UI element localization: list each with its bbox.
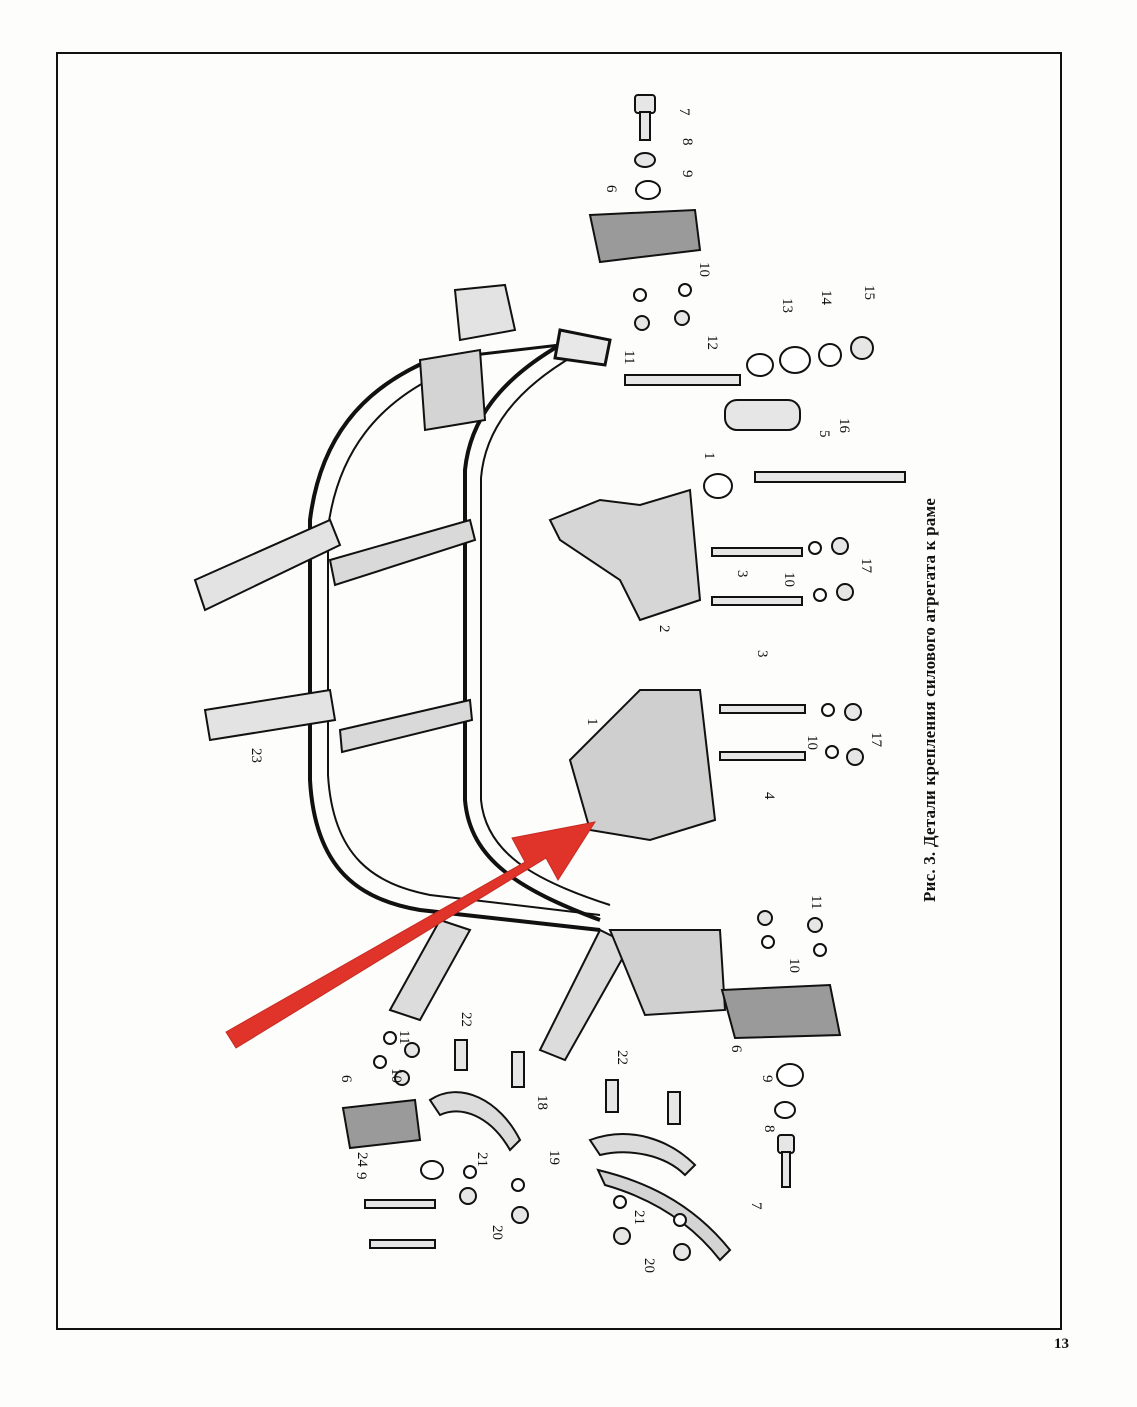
part-label: 16 xyxy=(836,418,852,434)
part-label: 10 xyxy=(696,262,712,277)
part-label: 18 xyxy=(534,1095,550,1110)
page-number: 13 xyxy=(1054,1336,1069,1352)
part-label: 22 xyxy=(458,1012,474,1027)
figure-caption: Рис. 3. Детали крепления силового агрега… xyxy=(920,498,939,902)
page-frame xyxy=(56,52,1062,1330)
part-label: 10 xyxy=(786,958,802,973)
part-label: 12 xyxy=(704,335,720,350)
part-label: 7 xyxy=(748,1202,764,1210)
part-label: 21 xyxy=(631,1210,647,1225)
part-label: 2 xyxy=(656,625,672,633)
part-label: 10 xyxy=(388,1068,404,1083)
part-label: 6 xyxy=(728,1045,744,1053)
part-label: 4 xyxy=(761,792,777,800)
parts xyxy=(341,94,906,1262)
part-label: 6 xyxy=(338,1075,354,1083)
part-label: 10 xyxy=(781,572,797,587)
part-label: 9 xyxy=(679,170,695,178)
part-label: 5 xyxy=(816,430,832,438)
part-label: 8 xyxy=(679,138,695,146)
part-label: 3 xyxy=(734,570,750,578)
part-number-labels: 7 8 9 6 10 11 12 13 14 15 5 16 1 3 10 17… xyxy=(248,108,884,1273)
part-label: 9 xyxy=(759,1075,775,1083)
part-label: 19 xyxy=(546,1150,562,1165)
part-label: 1 xyxy=(584,718,600,726)
part-label: 1 xyxy=(701,452,717,460)
highlight-arrow xyxy=(225,821,597,1049)
part-label: 6 xyxy=(603,185,619,193)
part-label: 3 xyxy=(754,650,770,658)
part-label: 11 xyxy=(621,350,637,364)
part-label: 13 xyxy=(779,298,795,313)
part-label: 15 xyxy=(861,285,877,300)
part-label: 23 xyxy=(248,748,264,763)
part-label: 24 xyxy=(354,1152,370,1168)
part-label: 17 xyxy=(868,732,884,748)
part-label: 20 xyxy=(641,1258,657,1273)
part-label: 7 xyxy=(676,108,692,116)
part-label: 9 xyxy=(353,1172,369,1180)
part-label: 22 xyxy=(614,1050,630,1065)
part-label: 8 xyxy=(761,1125,777,1133)
part-label: 21 xyxy=(474,1152,490,1167)
frame-assembly xyxy=(193,283,727,1062)
part-label: 17 xyxy=(858,558,874,574)
part-label: 11 xyxy=(808,895,824,909)
part-label: 10 xyxy=(804,735,820,750)
part-label: 14 xyxy=(818,290,834,306)
part-label: 11 xyxy=(396,1030,412,1044)
part-label: 20 xyxy=(489,1225,505,1240)
